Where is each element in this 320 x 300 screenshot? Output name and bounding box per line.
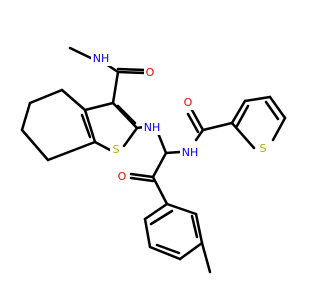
bond: [190, 214, 199, 239]
ring-s-right-label: S: [260, 142, 267, 155]
bond: [143, 217, 152, 249]
chemical-structure: NH O S NH NH O S O: [20, 46, 287, 274]
bond: [28, 88, 64, 105]
bond: [149, 209, 174, 226]
bond: [200, 241, 212, 274]
bond: [155, 243, 181, 255]
amide-o-top-label: O: [146, 66, 155, 79]
bond: [116, 70, 148, 75]
bond: [111, 70, 120, 105]
bond: [20, 101, 32, 132]
bond: [230, 99, 247, 125]
ketone-o-label: O: [118, 170, 127, 183]
bond: [129, 172, 155, 179]
bond: [201, 121, 234, 132]
bond: [243, 95, 272, 103]
bond: [194, 128, 205, 142]
bond: [148, 245, 182, 261]
bond: [190, 108, 205, 132]
bond: [122, 126, 139, 148]
bond: [80, 113, 92, 139]
bond: [60, 88, 87, 112]
ring-s-left-label: S: [113, 143, 120, 156]
atom-label-layer: NH O S NH NH O S O: [91, 50, 269, 184]
bond: [165, 202, 198, 216]
bond: [129, 176, 155, 183]
bond: [178, 241, 204, 261]
bond: [20, 128, 50, 162]
bond: [186, 112, 200, 134]
bond: [46, 140, 97, 162]
bond: [116, 104, 137, 125]
bond: [116, 67, 148, 72]
bond-layer: [20, 46, 287, 274]
amide-nh-right-label: NH: [182, 146, 199, 159]
bond: [164, 150, 182, 155]
bond: [194, 212, 204, 245]
bond: [83, 101, 115, 112]
bond: [93, 140, 112, 152]
bond: [268, 95, 287, 120]
bond: [235, 104, 250, 128]
bond: [271, 116, 287, 142]
bond: [151, 175, 169, 206]
bond: [156, 131, 168, 155]
bond: [143, 202, 169, 221]
linker-nh-center-label: NH: [144, 121, 161, 134]
bond: [264, 100, 280, 121]
bond: [68, 46, 97, 62]
bond: [230, 121, 256, 150]
bond: [151, 151, 168, 179]
amide-nh-top-label: NH: [93, 52, 110, 65]
bond: [111, 101, 139, 130]
bond: [83, 108, 97, 144]
amide-o-right-label: O: [184, 96, 193, 109]
